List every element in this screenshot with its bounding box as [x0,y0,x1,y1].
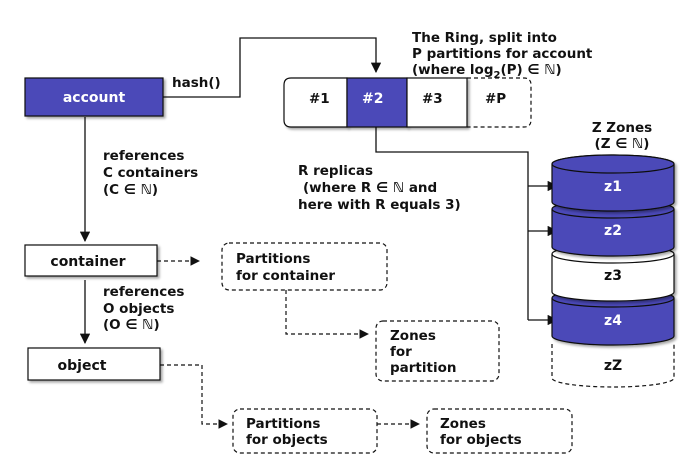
hash-connector [163,37,382,98]
ring-caption: The Ring, split into P partitions for ac… [412,30,597,81]
partitions-for-objects-box: Partitions for objects [232,408,378,454]
ring-partition-1-label: #1 [309,91,330,107]
zone-z1: z1 [551,154,675,212]
references-containers-annotation: references C containers (C ∈ ℕ) [103,148,203,198]
zones-for-partition-text: Zones for partition [390,328,456,376]
partitions-for-container-text: Partitions for container [236,251,335,284]
ring-partition-p-label: #P [485,91,506,107]
zone-z2-label: z2 [604,223,622,239]
ring-partitions: #1 #2 #3 #P [283,77,532,128]
ring-partition-2 [346,77,408,128]
container-label: container [50,254,125,270]
partitions-to-zones-dashed [285,290,369,339]
ring-partition-1 [283,77,348,128]
zone-z3-label: z3 [604,268,622,284]
zones-for-objects-text: Zones for objects [440,416,522,448]
ring-partition-2-label: #2 [362,91,383,107]
zones-for-partition-box: Zones for partition [375,320,500,382]
zone-z4-label: z4 [604,313,622,329]
partitions-for-objects-text: Partitions for objects [246,416,328,448]
zones-title: Z Zones [592,120,652,136]
object-node: object [27,347,161,381]
references-objects-annotation: references O objects (O ∈ ℕ) [103,284,189,333]
ring-partition-3 [406,77,468,128]
ring-partition-p [467,77,532,128]
hash-label: hash() [172,75,221,91]
zones-for-objects-box: Zones for objects [426,408,573,454]
replica-trunk [375,127,529,320]
replicas-annotation: R replicas (where R ∈ ℕ and here with R … [298,163,461,213]
account-node: account [24,77,164,117]
zone-z2: z2 [551,199,675,257]
object-label: object [58,358,107,374]
partitions-for-container-box: Partitions for container [221,242,388,291]
ring-partition-3-label: #3 [422,91,443,107]
zone-zz-label: zZ [604,358,622,374]
object-to-partitions-dashed [160,364,228,429]
zones-subtitle: (Z ∈ ℕ) [595,136,650,152]
zone-z1-label: z1 [604,179,622,195]
zone-z4: z4 [551,288,675,346]
zone-zz: zZ [551,344,675,388]
account-label: account [63,90,126,106]
container-node: container [24,244,158,277]
zone-stack: zZ z4 z3 z2 z1 [551,154,675,388]
